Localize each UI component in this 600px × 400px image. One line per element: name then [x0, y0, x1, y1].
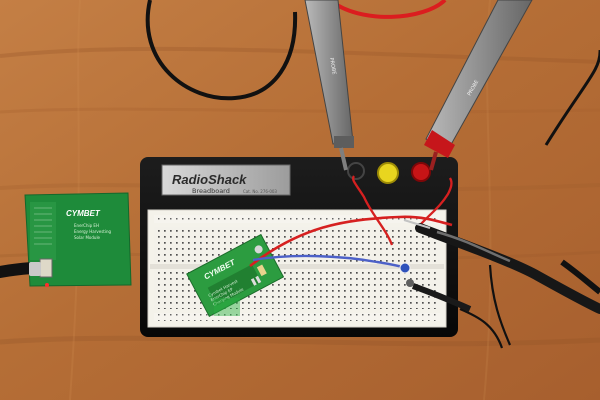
left-probe-label: PROBE — [328, 57, 337, 75]
left-pcb-logo: CYMBET — [66, 209, 101, 218]
breadboard-model-label: Cat. No. 276-003 — [243, 189, 277, 194]
usb-cable-left — [0, 262, 41, 278]
module-board: CYMBET Cymbet Harvest EnerChip EP Chargi… — [186, 233, 285, 318]
breadboard-label: Breadboard — [192, 187, 230, 195]
ground-clip-probe — [403, 219, 600, 349]
left-pcb-silk-line-1: EnerChip EH — [74, 223, 99, 228]
breadboard: RadioShack Breadboard Cat. No. 276-003 — [140, 157, 458, 337]
left-pcb-silk-line-3: Solar Module — [74, 235, 101, 240]
red-cable-top — [328, 0, 447, 19]
left-pcb-silk-line-2: Energy Harvesting — [74, 229, 112, 234]
right-probe: PROBE — [424, 0, 533, 171]
left-probe: PROBE — [304, 0, 354, 171]
breadboard-brand-logo: RadioShack — [172, 172, 247, 187]
jumper-wires — [249, 175, 453, 274]
